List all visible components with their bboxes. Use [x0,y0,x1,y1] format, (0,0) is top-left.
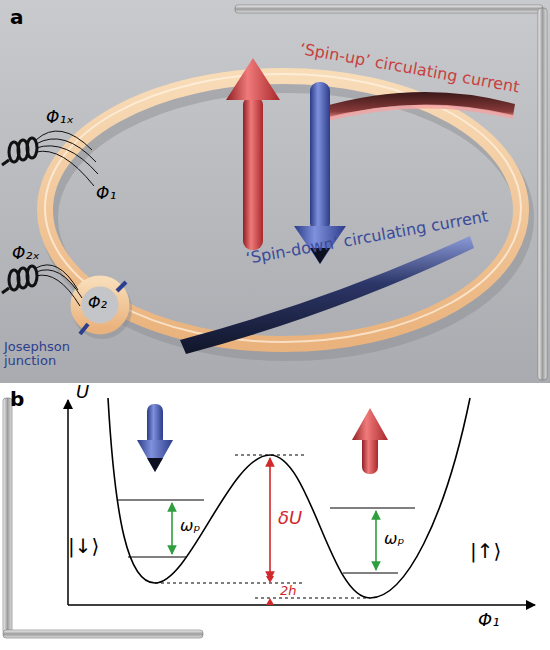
flux-label: Φ₂ₓ [12,244,40,263]
energy-level [128,557,186,558]
small-loop [76,281,124,329]
coil-lead [2,160,9,165]
panel-letter: b [10,388,24,410]
frequency-arrow [171,503,173,554]
spin-down-arrow [137,440,173,472]
frame-bar [538,8,547,380]
spin-up-arrow [243,96,263,250]
band-glow [320,106,513,121]
current-label: ‘Spin-up’ circulating current [298,40,520,96]
energy-level [117,500,204,501]
current-label: ‘Spin-down’ circulating current [244,207,489,267]
field-line [36,265,78,290]
coil-lead [2,288,9,293]
flux-coil [2,131,98,186]
frequency-arrow [375,511,377,570]
field-line [36,151,94,186]
current-band [318,92,515,120]
josephson-junction [80,324,88,334]
asymmetry-arrow [266,598,274,605]
spin-down-arrow [147,458,163,472]
spin-up-arrow [352,408,388,440]
loop-highlight [45,74,521,342]
reference-line [255,598,370,599]
axis [68,604,535,606]
spin-down-arrow [147,404,163,446]
spin-up-arrow [226,58,280,100]
frame-bar [3,630,203,638]
axis-label: U [76,382,89,402]
barrier-label: δU [278,508,302,528]
frame-bar [235,5,543,13]
panel-background [0,383,550,650]
state-label: |↑⟩ [470,540,501,562]
coil-turn [27,266,37,286]
barrier-arrow [269,458,271,580]
flux-label: Φ₁ [96,184,116,203]
flux-label: Φ₂ [88,294,107,312]
frequency-label: ωₚ [180,517,200,535]
axis-label: Φ₁ [478,610,499,630]
axis [67,400,69,605]
field-line [36,275,80,306]
potential-curve [108,398,470,598]
reference-line [235,455,305,456]
field-line [36,270,82,298]
frequency-label: ωₚ [384,530,404,548]
flux-coil [2,265,82,306]
state-label: |↓⟩ [68,535,99,557]
energy-level [343,573,398,574]
josephson-junction [117,282,126,291]
frame-bar [3,398,12,634]
energy-level [330,508,415,509]
coil-turn [27,138,37,158]
asymmetry-arrow [266,576,274,583]
panel-background [0,0,550,383]
spin-down-arrow [310,82,330,232]
asymmetry-label: 2h [280,584,297,598]
flux-label: Φ₁ₓ [46,108,74,127]
component-label: Josephson junction [4,340,88,369]
panel-letter: a [10,6,24,28]
